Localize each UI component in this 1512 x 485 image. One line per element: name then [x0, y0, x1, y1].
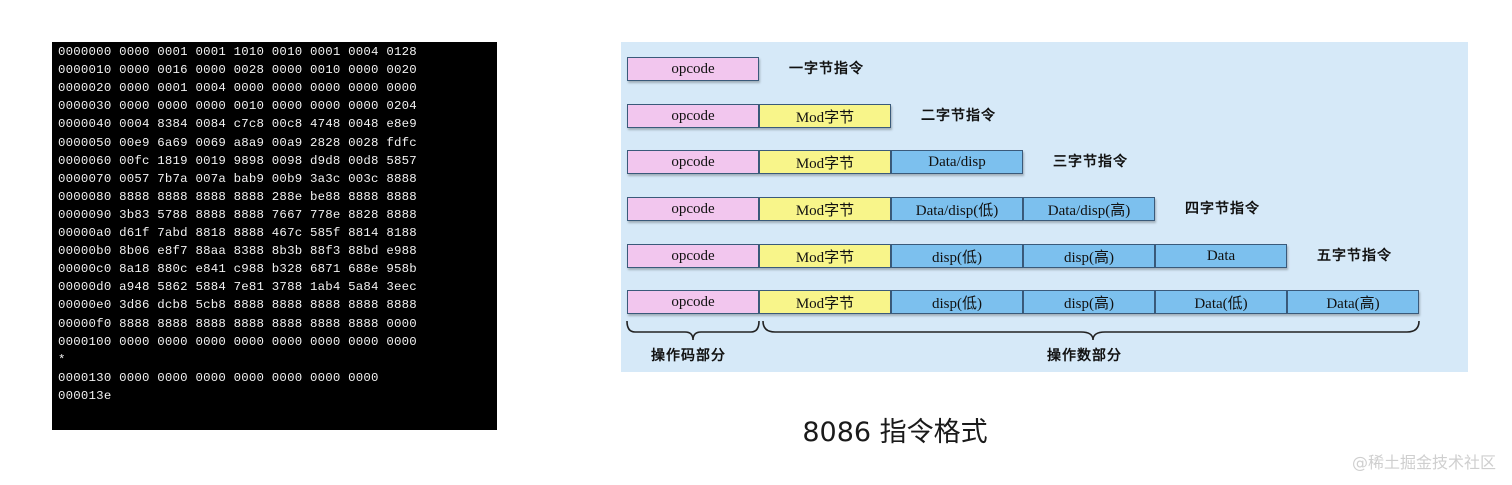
data-cell: disp(低)	[891, 244, 1023, 268]
hexdump-line: 0000130 0000 0000 0000 0000 0000 0000 00…	[58, 370, 379, 385]
opcode-cell: opcode	[627, 244, 759, 268]
data-cell: disp(低)	[891, 290, 1023, 314]
hexdump-line: 0000070 0057 7b7a 007a bab9 00b9 3a3c 00…	[58, 171, 417, 186]
data-cell: Data/disp(低)	[891, 197, 1023, 221]
opcode-part-label: 操作码部分	[651, 348, 726, 364]
hexdump-line: 00000b0 8b06 e8f7 88aa 8388 8b3b 88f3 88…	[58, 244, 417, 259]
hexdump-line: 00000a0 d61f 7abd 8818 8888 467c 585f 88…	[58, 226, 417, 240]
hexdump-line: 0000030 0000 0000 0000 0010 0000 0000 00…	[58, 99, 417, 114]
opcode-cell: opcode	[627, 104, 759, 128]
instruction-length-label: 三字节指令	[1053, 154, 1128, 170]
data-cell: Data/disp(高)	[1023, 197, 1155, 221]
data-cell: Data	[1155, 244, 1287, 268]
data-cell: disp(高)	[1023, 244, 1155, 268]
hexdump-line: 0000040 0004 8384 0084 c7c8 00c8 4748 00…	[58, 117, 417, 132]
opcode-brace	[626, 320, 760, 341]
watermark: @稀土掘金技术社区	[1351, 453, 1496, 472]
mod-byte-cell: Mod字节	[759, 197, 891, 221]
operand-brace	[762, 320, 1420, 341]
opcode-cell: opcode	[627, 197, 759, 221]
mod-byte-cell: Mod字节	[759, 150, 891, 174]
data-cell: Data(低)	[1155, 290, 1287, 314]
data-cell: disp(高)	[1023, 290, 1155, 314]
hexdump-line: 0000000 0000 0001 0001 1010 0010 0001 00…	[58, 45, 417, 59]
opcode-cell: opcode	[627, 150, 759, 174]
instruction-length-label: 一字节指令	[789, 61, 864, 77]
instruction-length-label: 五字节指令	[1317, 248, 1392, 264]
hexdump-line: 00000f0 8888 8888 8888 8888 8888 8888 88…	[58, 316, 417, 331]
hexdump-line: 0000090 3b83 5788 8888 8888 7667 778e 88…	[58, 207, 417, 222]
opcode-cell: opcode	[627, 57, 759, 81]
hexdump-line: 0000080 8888 8888 8888 8888 288e be88 88…	[58, 189, 417, 204]
hexdump-line: 0000100 0000 0000 0000 0000 0000 0000 00…	[58, 334, 417, 349]
data-cell: Data/disp	[891, 150, 1023, 174]
operand-part-label: 操作数部分	[1047, 348, 1122, 364]
hexdump-line: *	[58, 352, 66, 367]
hexdump-terminal: 0000000 0000 0001 0001 1010 0010 0001 00…	[52, 42, 497, 430]
hexdump-line: 000013e	[58, 388, 112, 403]
instruction-length-label: 四字节指令	[1185, 201, 1260, 217]
instruction-length-label: 二字节指令	[921, 108, 996, 124]
mod-byte-cell: Mod字节	[759, 290, 891, 314]
hexdump-line: 00000e0 3d86 dcb8 5cb8 8888 8888 8888 88…	[58, 298, 417, 313]
hexdump-line: 0000050 00e9 6a69 0069 a8a9 00a9 2828 00…	[58, 135, 417, 150]
hexdump-line: 00000d0 a948 5862 5884 7e81 3788 1ab4 5a…	[58, 280, 417, 295]
data-cell: Data(高)	[1287, 290, 1419, 314]
hexdump-line: 0000060 00fc 1819 0019 9898 0098 d9d8 00…	[58, 153, 417, 168]
hexdump-line: 0000020 0000 0001 0004 0000 0000 0000 00…	[58, 81, 417, 96]
opcode-cell: opcode	[627, 290, 759, 314]
figure-caption: 8086 指令格式	[802, 417, 988, 448]
hexdump-line: 0000010 0000 0016 0000 0028 0000 0010 00…	[58, 63, 417, 78]
hexdump-line: 00000c0 8a18 880c e841 c988 b328 6871 68…	[58, 262, 417, 277]
mod-byte-cell: Mod字节	[759, 244, 891, 268]
mod-byte-cell: Mod字节	[759, 104, 891, 128]
brace-lines	[626, 320, 1420, 341]
